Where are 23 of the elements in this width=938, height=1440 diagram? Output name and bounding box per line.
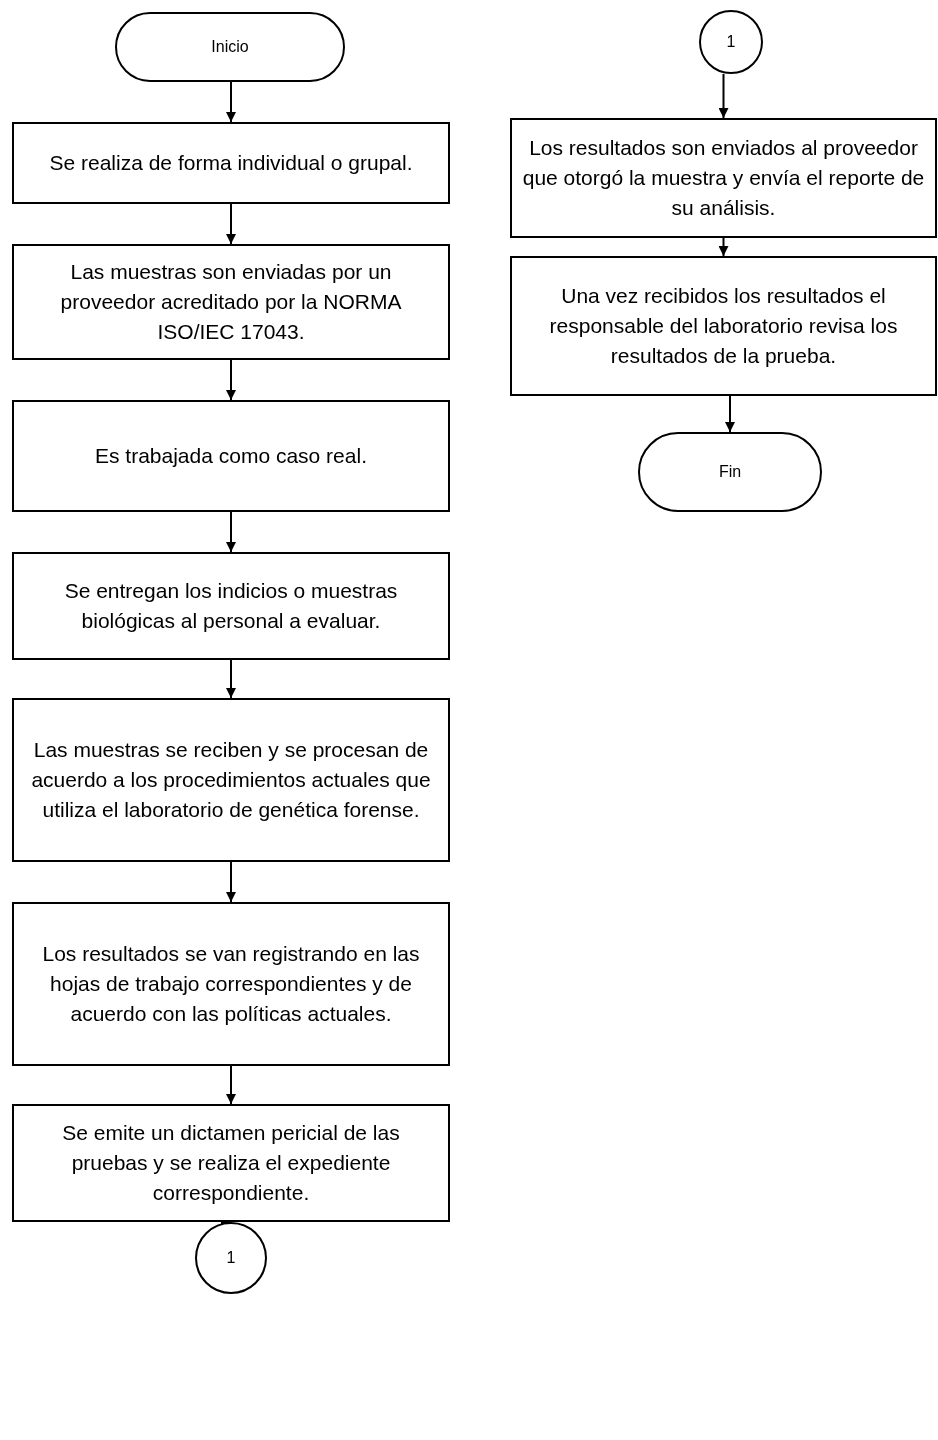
process-box: Es trabajada como caso real. xyxy=(12,400,450,512)
process-box: Se realiza de forma individual o grupal. xyxy=(12,122,450,204)
connector-circle: 1 xyxy=(195,1222,267,1294)
arrow xyxy=(226,861,236,903)
arrow xyxy=(226,203,236,245)
terminator-shape: Inicio xyxy=(115,12,345,82)
arrow xyxy=(718,237,729,257)
arrow xyxy=(226,511,236,553)
arrow xyxy=(226,1065,236,1105)
arrow xyxy=(226,659,236,699)
process-box: Los resultados se van registrando en las hojas de trabajo correspondientes y de acuerdo con las políticas actuales. xyxy=(12,902,450,1066)
arrow xyxy=(226,359,236,401)
arrow xyxy=(725,395,735,433)
process-box: Se emite un dictamen pericial de las pruebas y se realiza el expediente correspondiente. xyxy=(12,1104,450,1222)
process-box: Las muestras se reciben y se procesan de acuerdo a los procedimientos actuales que utiliza el laboratorio de genética forense. xyxy=(12,698,450,862)
process-box: Las muestras son enviadas por un proveedor acreditado por la NORMA ISO/IEC 17043. xyxy=(12,244,450,360)
process-box: Se entregan los indicios o muestras biológicas al personal a evaluar. xyxy=(12,552,450,660)
process-box: Una vez recibidos los resultados el responsable del laboratorio revisa los resultados de la prueba. xyxy=(510,256,937,396)
connector-circle: 1 xyxy=(699,10,763,74)
terminator-shape: Fin xyxy=(638,432,822,512)
arrow xyxy=(226,81,236,123)
process-box: Los resultados son enviados al proveedor que otorgó la muestra y envía el reporte de su análisis. xyxy=(510,118,937,238)
arrow xyxy=(718,73,729,119)
